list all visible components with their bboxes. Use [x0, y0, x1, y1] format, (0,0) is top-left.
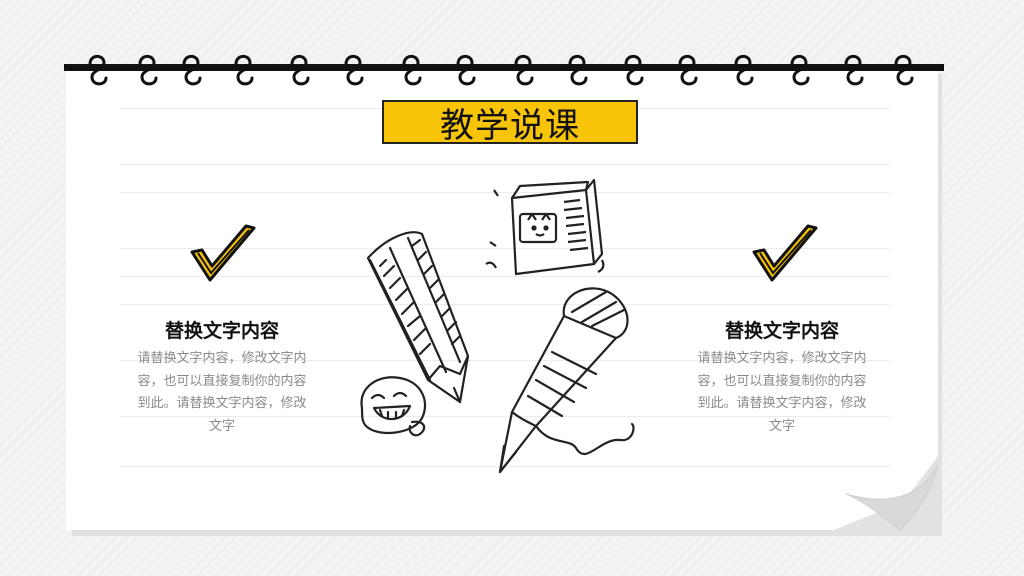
spiral-ring-icon: [734, 54, 754, 86]
title-box: 教学说课: [382, 100, 638, 146]
spiral-ring-icon: [290, 54, 310, 86]
page-rule: [120, 360, 890, 361]
spiral-ring-icon: [514, 54, 534, 86]
spiral-ring-icon: [678, 54, 698, 86]
spiral-ring-icon: [568, 54, 588, 86]
spiral-ring-icon: [88, 54, 108, 86]
check-mark-icon: [190, 224, 256, 282]
page-rule: [120, 248, 890, 249]
spiral-ring-icon: [456, 54, 476, 86]
spiral-rings: [88, 54, 914, 86]
spiral-ring-icon: [790, 54, 810, 86]
spiral-ring-icon: [402, 54, 422, 86]
spiral-ring-icon: [344, 54, 364, 86]
page-rule: [120, 192, 890, 193]
page-rule: [120, 416, 890, 417]
smiley-doodle-icon: [360, 376, 427, 437]
spiral-ring-icon: [138, 54, 158, 86]
spiral-ring-icon: [182, 54, 202, 86]
check-mark-icon: [752, 224, 818, 282]
page-curl-icon: [845, 463, 939, 531]
page-rule: [120, 304, 890, 305]
pencil-doodle-icon: [498, 287, 635, 474]
pencil-doodle-icon: [366, 231, 470, 404]
notebook-binding-bar: [64, 64, 944, 71]
page-rule: [120, 164, 890, 165]
right-block-heading: 替换文字内容: [724, 320, 839, 342]
spiral-ring-icon: [624, 54, 644, 86]
eraser-doodle-icon: [485, 178, 605, 276]
slide-title: 教学说课: [440, 105, 580, 146]
spiral-ring-icon: [234, 54, 254, 86]
left-block-heading: 替换文字内容: [164, 320, 279, 342]
spiral-ring-icon: [894, 54, 914, 86]
pencil-doodle-illustration: [360, 178, 635, 474]
spiral-ring-icon: [844, 54, 864, 86]
left-block-body: 请替换文字内容，修改文字内容，也可以直接复制你的内容到此。请替换文字内容，修改文…: [137, 351, 307, 434]
page-rule: [120, 276, 890, 277]
right-block-body: 请替换文字内容，修改文字内容，也可以直接复制你的内容到此。请替换文字内容，修改文…: [697, 351, 867, 434]
